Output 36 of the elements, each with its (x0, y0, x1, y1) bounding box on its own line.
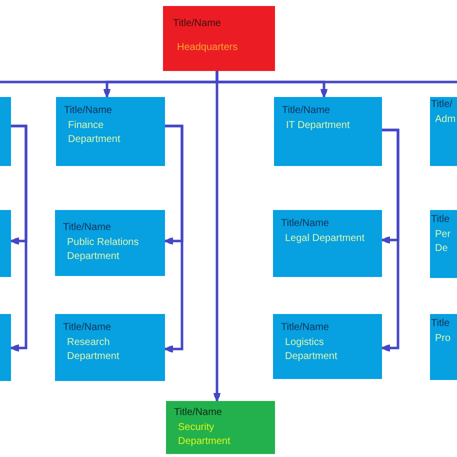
department-name: IT Department (286, 119, 351, 133)
department-name: Research Department (67, 336, 120, 364)
department-box (273, 314, 382, 379)
title-text: Title/Name (64, 105, 113, 116)
department-name: Per De (435, 228, 452, 256)
department-box (0, 314, 11, 381)
department-box (430, 97, 457, 166)
department-name: Pro (435, 332, 452, 346)
title-text: Title/Name (174, 407, 223, 418)
department-name: Headquarters (177, 41, 239, 55)
department-box (430, 314, 457, 380)
department-box (274, 97, 382, 166)
department-box (430, 210, 457, 278)
department-name: Finance Department (68, 119, 122, 147)
department-box (0, 210, 11, 277)
title-text: Title (431, 214, 451, 225)
title-text: Title/Name (63, 322, 112, 333)
title-text: Title/Name (63, 222, 112, 233)
department-name: Logistics Department (285, 336, 338, 364)
title-text: Title/Name (281, 322, 330, 333)
department-box (55, 210, 165, 276)
title-text: Title (431, 318, 451, 329)
department-name: Adm (435, 113, 455, 127)
department-box (273, 210, 382, 277)
department-box (56, 97, 165, 166)
headquarters-box (163, 6, 275, 71)
department-name: Security Department (178, 421, 232, 449)
title-text: Title/Name (173, 18, 222, 29)
department-box (166, 401, 275, 454)
title-text: Title/Name (281, 218, 330, 229)
department-name: Public Relations Department (67, 236, 140, 264)
title-text: Title/ (431, 99, 454, 110)
department-box (55, 314, 165, 381)
department-name: Legal Department (285, 232, 366, 246)
department-box (0, 97, 11, 166)
title-text: Title/Name (282, 105, 331, 116)
